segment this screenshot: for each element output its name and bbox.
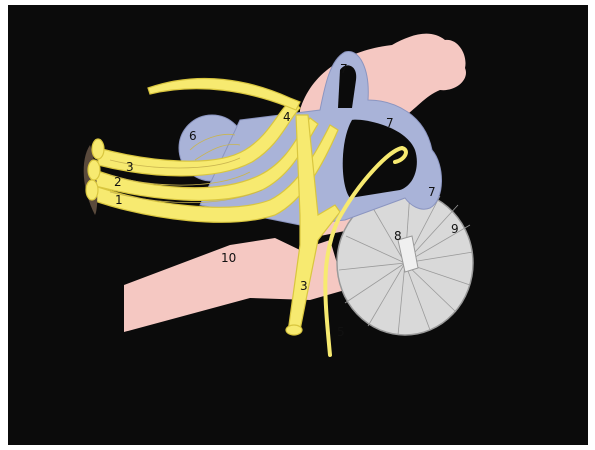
label-8: 8 [394,229,402,243]
label-4: 4 [283,110,291,124]
label-6: 6 [189,129,197,143]
label-7-top: 7 [340,62,348,76]
label-9: 9 [451,222,459,236]
label-3-lower: 3 [300,279,308,293]
label-7-middle: 7 [386,116,394,130]
label-1: 1 [115,193,123,207]
label-5: 5 [337,325,345,339]
label-2: 2 [114,175,122,189]
facial-nerve-end [286,325,302,335]
label-7-right: 7 [428,185,436,199]
label-10: 10 [221,251,236,265]
label-3-upper: 3 [126,160,134,174]
